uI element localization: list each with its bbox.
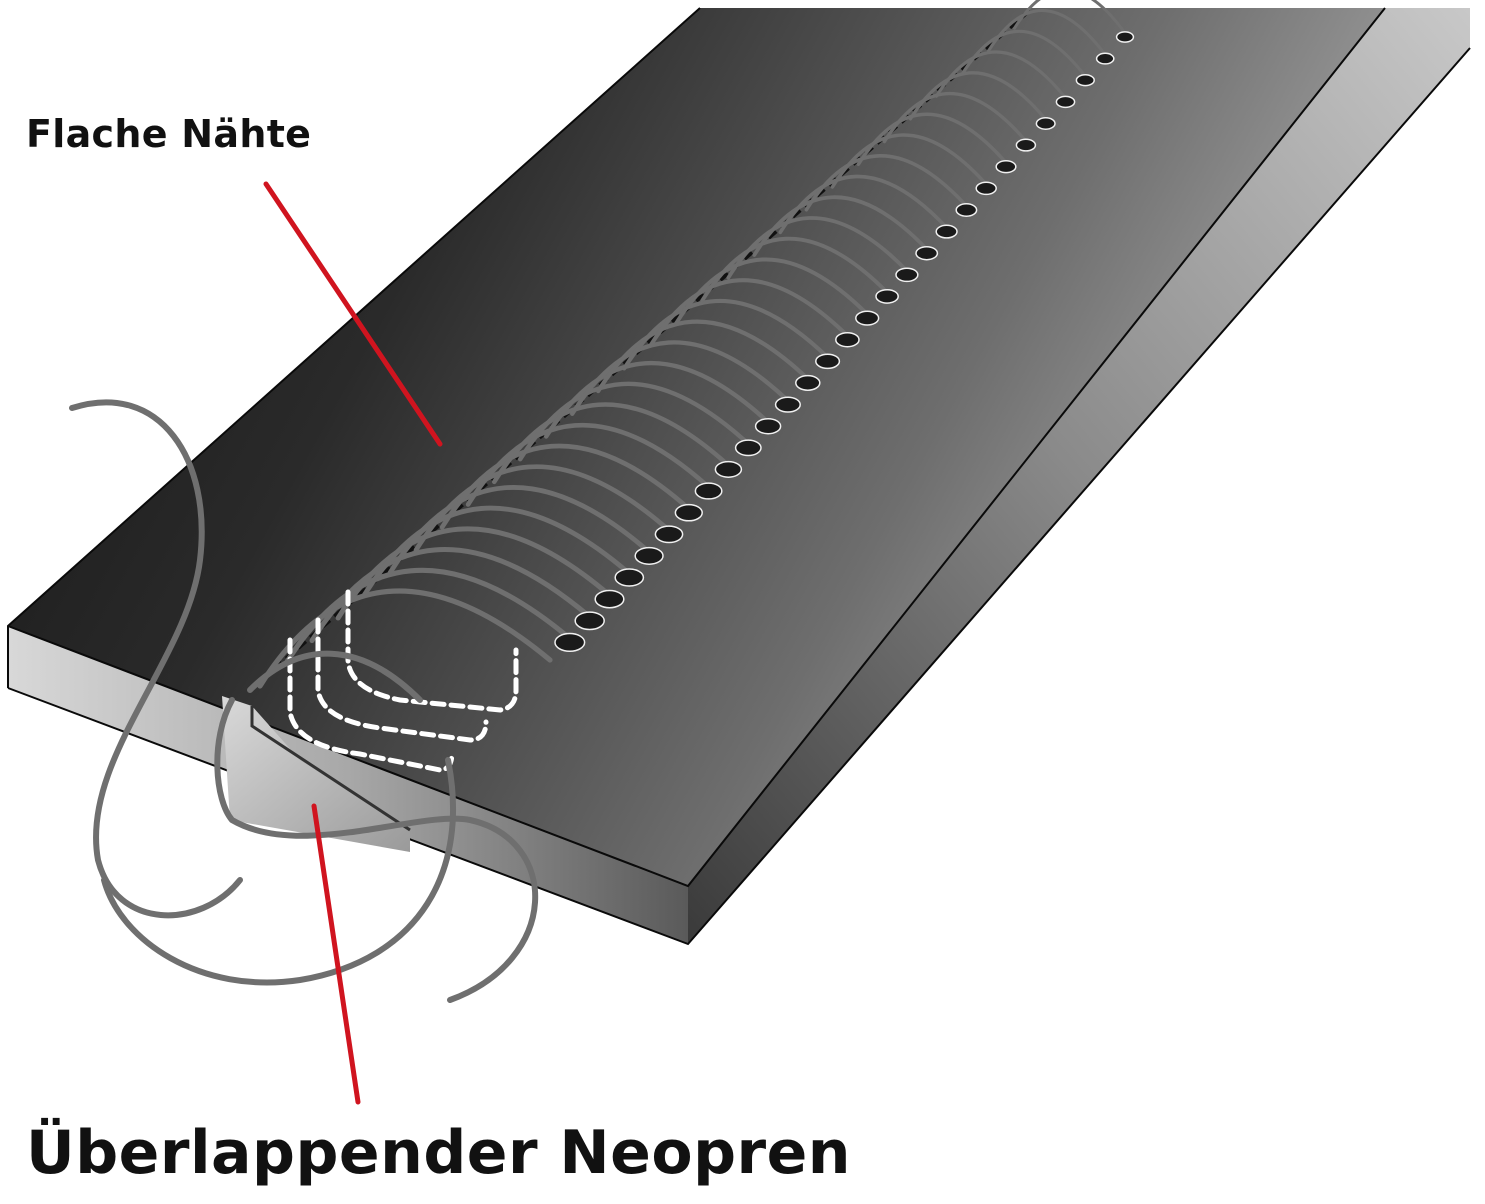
stitch-hole: [935, 224, 958, 239]
stitch-arc: [856, 112, 1008, 167]
stitch-hole: [975, 181, 997, 196]
stitch-hole: [734, 439, 762, 457]
overlap-dashed-outline: [315, 617, 489, 743]
stitch-hole: [1055, 95, 1076, 109]
stitch-arc: [1013, 0, 1127, 35]
stitch-arc: [570, 340, 791, 416]
loose-thread-bottom: [101, 757, 457, 986]
stitch-arc: [309, 547, 593, 644]
stitch-arc: [908, 71, 1048, 122]
stitch-hole: [654, 525, 684, 544]
stitch-hole: [955, 203, 978, 217]
stitch-hole: [795, 374, 821, 391]
stitch-arc: [465, 422, 711, 507]
stitch-arc: [882, 92, 1028, 144]
stitch-arc: [778, 174, 949, 235]
stitch-hole: [855, 310, 880, 326]
stitch-hole: [754, 417, 782, 435]
seam-group: [248, 0, 1135, 692]
stitch-arc: [622, 298, 830, 371]
stitch-arc: [361, 505, 632, 598]
loose-thread-tail: [247, 650, 423, 703]
seam-cut-pocket: [222, 696, 410, 852]
stitch-arc: [752, 195, 929, 257]
seam-cut-line: [250, 706, 411, 832]
stitch-arc: [596, 319, 810, 394]
stitch-hole: [895, 267, 919, 283]
stitch-arc: [674, 257, 870, 326]
label-overlapping-neoprene: Überlappender Neopren: [26, 1118, 852, 1188]
stitch-hole: [995, 160, 1017, 174]
stitch-arc: [335, 526, 612, 621]
stitch-hole: [1015, 138, 1037, 152]
stitch-hole: [1075, 74, 1095, 87]
stitch-hole: [614, 568, 645, 587]
stitch-arc: [960, 29, 1087, 78]
stitch-hole: [1095, 52, 1115, 65]
stitch-hole: [1035, 117, 1056, 130]
panel-front-edge: [8, 626, 688, 944]
stitch-hole: [815, 353, 841, 370]
stitch-hole: [554, 632, 586, 653]
stitch-hole: [774, 396, 801, 413]
loose-thread-left: [69, 399, 243, 919]
stitch-arc: [518, 381, 751, 462]
stitch-arc: [387, 485, 652, 575]
stitch-arc: [830, 133, 988, 189]
stitch-arc: [544, 361, 771, 439]
overlap-dashed-outline: [345, 589, 519, 713]
stitch-hole: [714, 460, 743, 478]
stitch-hole: [915, 245, 939, 261]
panel-right-edge: [688, 8, 1470, 944]
label-flat-seams: Flache Nähte: [26, 112, 312, 156]
stitch-arc: [726, 216, 909, 280]
stitch-arc: [648, 278, 850, 348]
stitch-hole: [634, 546, 664, 565]
stitch-hole: [1115, 31, 1135, 43]
stitch-arc: [934, 50, 1068, 100]
loose-threads: [69, 399, 539, 1003]
panel-top-surface: [8, 8, 1385, 886]
stitch-hole: [875, 288, 899, 304]
stitch-arc: [986, 8, 1107, 57]
stitch-arc: [804, 154, 969, 212]
stitch-arc: [700, 236, 890, 303]
stitch-hole: [674, 503, 703, 522]
stitch-arc: [439, 443, 692, 530]
loose-thread-loop: [214, 697, 539, 1003]
leader-line-flat-seams: [263, 181, 443, 447]
stitch-hole: [574, 611, 605, 631]
stitch-hole: [694, 482, 723, 500]
leader-line-overlap: [311, 803, 361, 1105]
stitch-hole: [835, 331, 860, 348]
stitch-hole: [594, 589, 625, 609]
stitch-arc: [413, 464, 672, 553]
stitch-arc: [491, 402, 731, 485]
